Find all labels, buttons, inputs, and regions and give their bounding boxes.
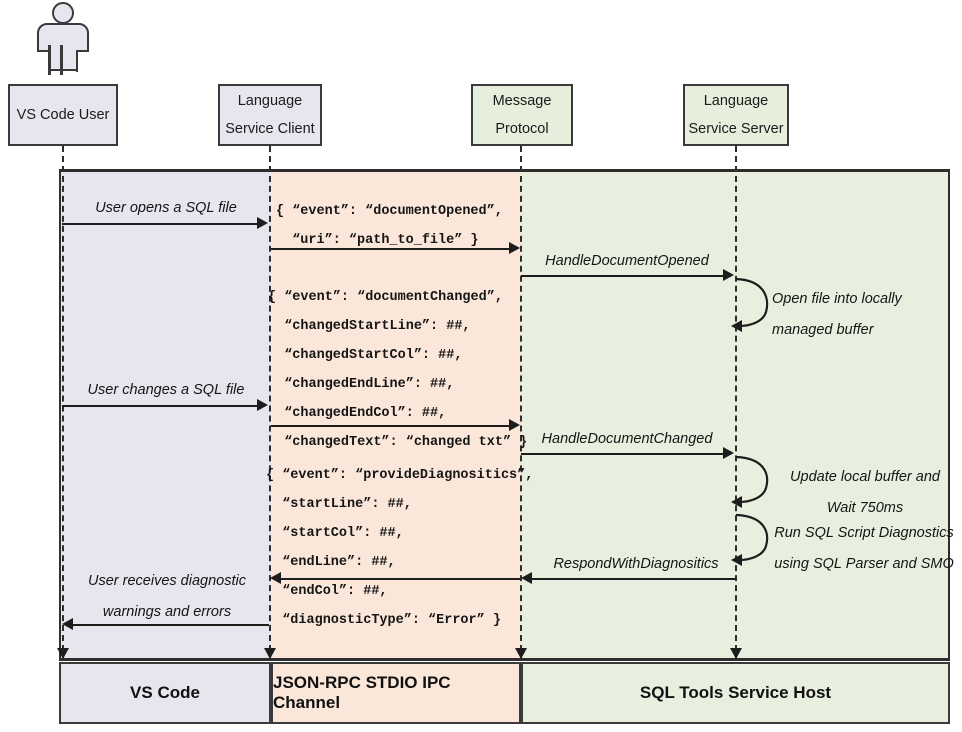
swimlane-left-rule	[59, 169, 61, 661]
arrowhead-down-icon	[264, 648, 276, 659]
footer-lane-sql-tools-host[interactable]: SQL Tools Service Host	[521, 662, 950, 724]
arrowhead-right-icon	[723, 447, 734, 459]
lifeline-language-service-server	[735, 146, 737, 661]
lifeline-label-line: Service Client	[225, 121, 315, 137]
note-update-buffer-wait: Update local buffer and Wait 750ms	[790, 469, 940, 516]
payload-document-opened: { “event”: “documentOpened”, “uri”: “pat…	[276, 204, 503, 248]
payload-provide-diagnositics: { “event”: “provideDiagnositics”, “start…	[266, 468, 534, 628]
footer-lane-label: VS Code	[130, 683, 200, 702]
self-loop-run-sql-diagnostics-icon	[731, 513, 769, 566]
self-loop-open-file-buffer-icon	[731, 277, 769, 332]
message-label-respond-with-diagnositics: RespondWithDiagnositics	[553, 556, 719, 572]
arrowhead-down-icon	[730, 648, 742, 659]
message-arrow-handle-document-changed	[521, 453, 724, 455]
lifeline-box-language-service-client[interactable]: Language Service Client	[218, 84, 322, 146]
message-arrow-handle-document-opened	[521, 275, 724, 277]
note-open-file-buffer: Open file into locally managed buffer	[772, 291, 902, 338]
message-arrow-diagnostics-to-client	[281, 578, 520, 580]
message-label-handle-document-opened: HandleDocumentOpened	[545, 253, 709, 269]
lifeline-box-vs-code-user[interactable]: VS Code User	[8, 84, 118, 146]
actor-head-icon	[52, 2, 74, 24]
lifeline-label-line: Message	[492, 92, 552, 109]
lifeline-vs-code-user	[62, 146, 64, 661]
lifeline-label-line: Protocol	[495, 121, 549, 137]
footer-lane-jsonrpc[interactable]: JSON-RPC STDIO IPC Channel	[271, 662, 521, 724]
lifeline-label-line: Language	[237, 92, 303, 109]
message-label-user-receives-diagnostics: User receives diagnostic warnings and er…	[88, 573, 246, 620]
lifeline-message-protocol	[520, 146, 522, 661]
vs-code-user-actor-icon	[30, 2, 98, 78]
arrowhead-right-icon	[509, 419, 520, 431]
actor-right-leg-line	[60, 45, 63, 75]
arrowhead-right-icon	[257, 399, 268, 411]
arrowhead-right-icon	[257, 217, 268, 229]
note-run-sql-diagnostics: Run SQL Script Diagnostics using SQL Par…	[774, 525, 954, 572]
arrowhead-down-icon	[57, 648, 69, 659]
lifeline-box-message-protocol[interactable]: Message Protocol	[471, 84, 573, 146]
message-arrow-respond-with-diagnositics	[532, 578, 735, 580]
message-arrow-document-changed-to-protocol	[271, 425, 510, 427]
lifeline-label-line: Service Server	[688, 121, 784, 137]
message-label-handle-document-changed: HandleDocumentChanged	[541, 431, 713, 447]
message-arrow-user-changes-sql-file	[62, 405, 258, 407]
arrowhead-left-icon	[62, 618, 73, 630]
actor-right-arm-notch	[76, 50, 89, 72]
swimlane-top-rule	[59, 169, 950, 172]
swimlane-vs-code	[59, 171, 271, 660]
message-arrow-user-receives-diagnostics	[73, 624, 269, 626]
swimlane-right-rule	[948, 169, 950, 661]
lifeline-language-service-client	[269, 146, 271, 661]
footer-lane-label: JSON-RPC STDIO IPC Channel	[273, 673, 451, 712]
message-arrow-user-opens-sql-file	[62, 223, 258, 225]
arrowhead-right-icon	[723, 269, 734, 281]
lifeline-label-line: Language	[703, 92, 769, 109]
message-label-user-changes-sql-file: User changes a SQL file	[87, 382, 245, 398]
footer-lane-label: SQL Tools Service Host	[639, 683, 832, 702]
self-loop-update-buffer-wait-icon	[731, 455, 769, 508]
arrowhead-left-icon	[521, 572, 532, 584]
swimlane-bottom-rule	[59, 658, 950, 661]
message-arrow-document-opened-to-protocol	[271, 248, 510, 250]
payload-document-changed: { “event”: “documentChanged”, “changedSt…	[268, 290, 528, 450]
actor-left-leg-line	[48, 45, 51, 75]
arrowhead-right-icon	[509, 242, 520, 254]
arrowhead-left-icon	[270, 572, 281, 584]
lifeline-label-line: VS Code User	[16, 106, 110, 123]
message-label-user-opens-sql-file: User opens a SQL file	[95, 200, 237, 216]
footer-lane-vs-code[interactable]: VS Code	[59, 662, 271, 724]
lifeline-box-language-service-server[interactable]: Language Service Server	[683, 84, 789, 146]
arrowhead-down-icon	[515, 648, 527, 659]
